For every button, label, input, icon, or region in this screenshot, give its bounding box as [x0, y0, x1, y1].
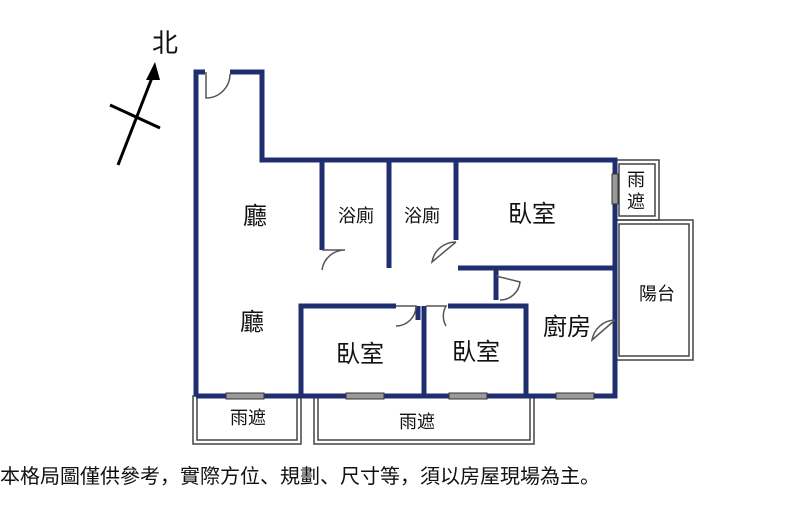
- door-kitchen: [590, 319, 616, 342]
- door-bedroom-top: [495, 275, 521, 301]
- window-3: [448, 392, 488, 400]
- wall-bedroom-mid-top: [448, 303, 529, 396]
- balcony-inner: [618, 223, 690, 357]
- floor-plan: 北: [109, 29, 694, 445]
- window-4: [555, 392, 595, 400]
- label-living-lower: 廳: [240, 308, 264, 336]
- compass-arrow-head: [146, 62, 160, 80]
- window-2: [345, 392, 385, 400]
- door-bath-2: [430, 241, 457, 264]
- label-bedroom-mid: 臥室: [452, 338, 500, 366]
- doors: [205, 72, 616, 342]
- label-bath-2: 浴廁: [404, 205, 440, 227]
- window-1: [225, 392, 265, 400]
- label-rain-shelter-topright-1: 雨: [627, 170, 645, 191]
- label-rain-shelter-topright-2: 遮: [627, 192, 645, 213]
- rain-shelter-topright-inner: [618, 163, 656, 217]
- wall-bedroom-left-top: [298, 303, 396, 396]
- door-entrance: [205, 72, 231, 99]
- walls: [193, 69, 618, 399]
- compass-north-label: 北: [152, 29, 178, 59]
- label-bedroom-top: 臥室: [508, 200, 556, 228]
- compass-cross-line: [109, 103, 161, 130]
- window-5: [611, 173, 619, 205]
- door-bath-1: [321, 249, 346, 271]
- label-bath-1: 浴廁: [338, 205, 374, 227]
- external-areas: [192, 159, 694, 445]
- wall-outer: [196, 69, 618, 399]
- door-bedroom-left: [395, 305, 417, 327]
- windows: [225, 173, 619, 400]
- label-bedroom-left: 臥室: [336, 340, 384, 368]
- label-living-upper: 廳: [243, 202, 267, 230]
- label-balcony: 陽台: [639, 284, 675, 305]
- compass: 北: [109, 29, 178, 166]
- wall-outer-left: [193, 69, 205, 396]
- label-kitchen: 廚房: [543, 313, 591, 341]
- label-rain-shelter-left: 雨遮: [230, 408, 266, 429]
- door-bedroom-mid: [426, 305, 448, 327]
- room-labels: 廳 廳 浴廁 浴廁 臥室 臥室 臥室 廚房 雨 遮 陽台 雨遮 雨遮: [230, 170, 675, 433]
- disclaimer-text: 本格局圖僅供參考，實際方位、規劃、尺寸等，須以房屋現場為主。: [0, 464, 600, 488]
- label-rain-shelter-bottom: 雨遮: [399, 412, 435, 433]
